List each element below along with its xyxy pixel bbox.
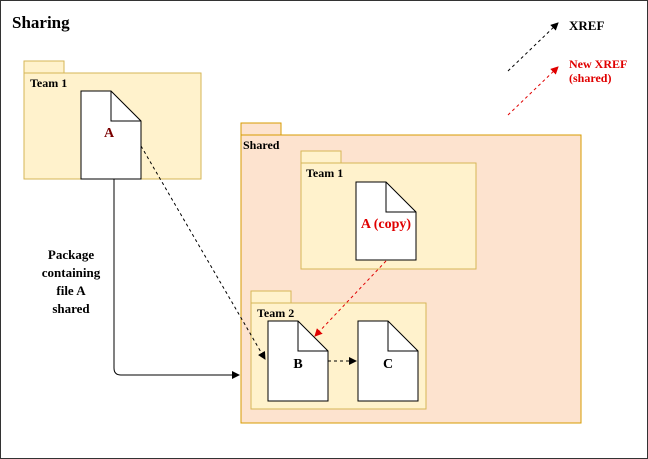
new-xref-acopy-to-b-arrow [314,260,387,337]
file-a-label: A [104,126,115,141]
annotation-line-3: file A [56,283,86,298]
package-shared-team2-label: Team 2 [257,306,294,320]
annotation-line-1: Package [48,247,94,262]
share-annotation: Package containing file A shared [42,247,101,316]
legend-new-xref-label: New XREF [569,57,627,71]
legend-xref-label: XREF [569,18,604,33]
annotation-line-4: shared [52,301,90,316]
legend-xref-arrow [507,22,559,72]
file-c: C [357,320,419,402]
file-a-copy: A (copy) [355,181,417,261]
file-b-label: B [293,357,302,372]
legend-new-xref-arrow [507,66,559,116]
file-a: A [80,90,142,180]
file-c-label: C [383,357,393,372]
file-a-copy-label: A (copy) [361,217,412,232]
package-shared-label: Shared [243,138,280,152]
legend-new-xref-sublabel: (shared) [569,71,611,85]
xref-a-to-b-arrow [140,145,266,360]
file-b: B [267,320,329,402]
annotation-line-2: containing [42,265,101,280]
package-shared-team1-label: Team 1 [306,166,343,180]
share-connector-arrow [113,179,240,379]
diagram-title: Sharing [12,13,70,32]
package-team1-label: Team 1 [30,76,67,90]
